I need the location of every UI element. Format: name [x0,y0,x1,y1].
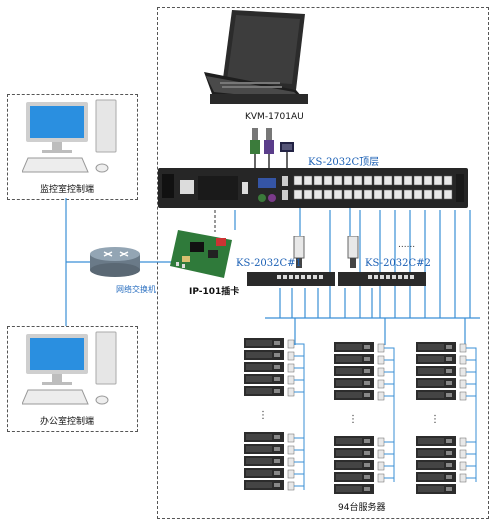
ks-sub1-unit [247,272,335,286]
server-racks: ⋮ ⋮ ⋮ [244,338,477,494]
office-room-box [7,326,138,432]
rack-column-2: ⋮ [334,342,385,494]
ks-main-ports [293,175,453,200]
rack-column-1: ⋮ [244,338,295,491]
svg-text:⋮: ⋮ [430,414,440,425]
ip-card-label: IP-101插卡 [189,287,240,297]
monitor-room-computer-icon [22,99,117,173]
ks-main-label: KS-2032C顶层 [308,157,380,168]
network-switch-label: 网络交换机 [116,285,156,294]
office-console-label: 办公室控制端 [40,417,95,427]
adapter-1 [293,236,305,268]
office-computer-icon [22,331,117,405]
monitor-room-box [7,94,138,200]
equipment-boundary [157,7,489,519]
rack-column-3: ⋮ [416,342,467,494]
svg-text:⋮: ⋮ [348,414,358,425]
adapter-2 [347,236,359,268]
kvm-console-drawer [204,10,308,104]
monitor-console-label: 监控室控制端 [40,185,95,195]
ks-sub2-unit [338,272,426,286]
ks-sub1-label: KS-2032C#1 [236,258,302,269]
adapter-ellipsis: ...... [398,240,416,250]
servers-label: 94台服务器 [338,503,386,513]
network-switch-icon [90,247,140,277]
svg-text:⋮: ⋮ [258,410,268,421]
kvm-connectors [250,128,294,168]
kvm-console-label: KVM-1701AU [245,112,304,122]
ks-main-unit [158,168,468,208]
ip-card-board [170,230,232,278]
ks-sub2-label: KS-2032C#2 [365,258,431,269]
